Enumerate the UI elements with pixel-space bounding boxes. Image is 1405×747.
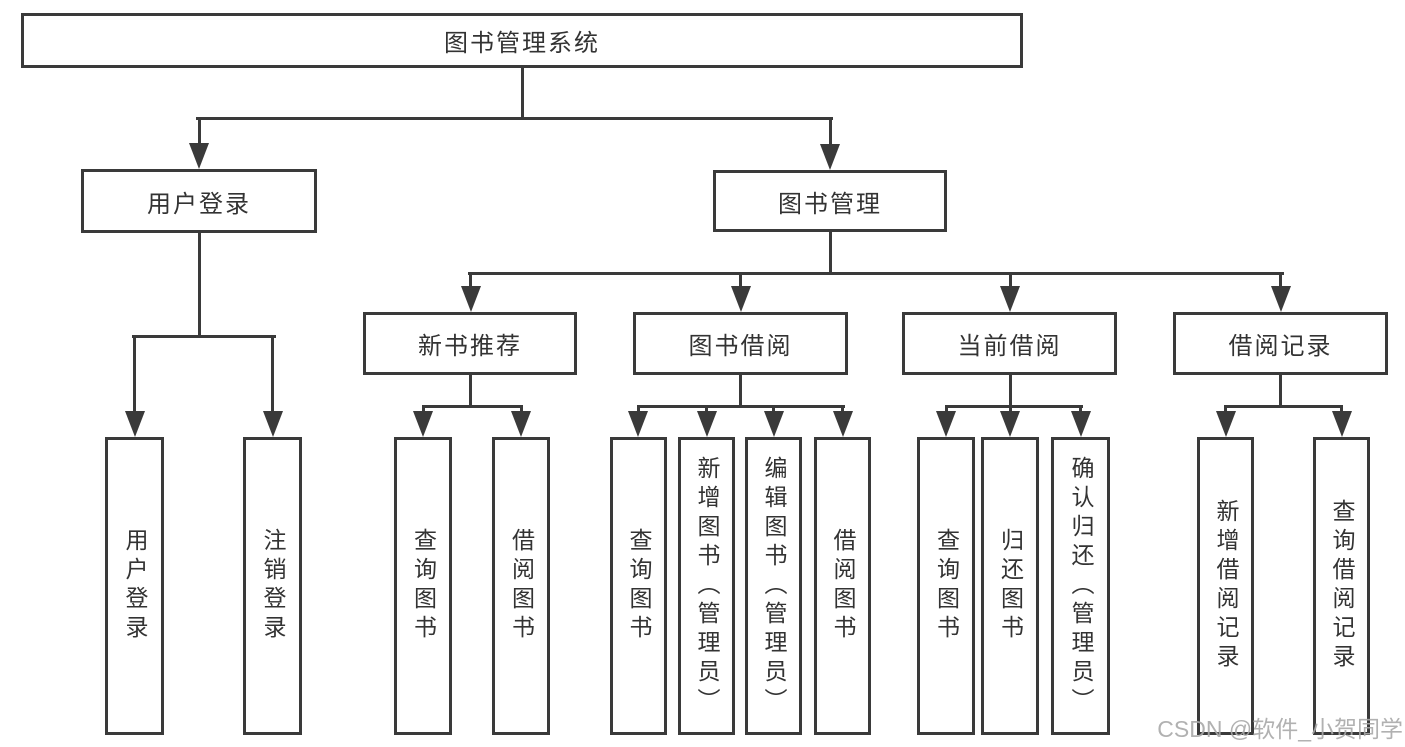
arrow-down-icon bbox=[730, 286, 751, 312]
connector-vline bbox=[520, 68, 524, 118]
connector-vline bbox=[1279, 273, 1282, 289]
connector-vline bbox=[197, 118, 201, 146]
arrow-down-icon bbox=[1000, 286, 1020, 312]
connector-vline bbox=[133, 336, 136, 413]
csdn-watermark: CSDN @软件_小贺同学 bbox=[1157, 716, 1403, 742]
leaf-label: 查询图书 bbox=[626, 528, 652, 644]
leaf-label: 新增图书（管理员） bbox=[694, 455, 720, 717]
leaf-borrow-books: 借阅图书 bbox=[814, 437, 871, 735]
connector-vline bbox=[636, 406, 640, 414]
leaf-label: 借阅图书 bbox=[508, 528, 535, 644]
arrow-down-icon bbox=[262, 411, 283, 437]
arrow-down-icon bbox=[820, 144, 840, 170]
arrow-down-icon bbox=[1331, 411, 1352, 437]
leaf-query-books-current: 查询图书 bbox=[917, 437, 975, 735]
connector-vline bbox=[1340, 406, 1343, 414]
leaf-label: 注销登录 bbox=[260, 528, 286, 644]
leaf-label: 确认归还（管理员） bbox=[1068, 455, 1094, 717]
leaf-label: 查询图书 bbox=[410, 528, 437, 644]
leaf-label: 归还图书 bbox=[997, 528, 1024, 644]
connector-vline bbox=[1279, 375, 1282, 407]
node-new-book-recommend: 新书推荐 bbox=[363, 312, 577, 375]
arrow-down-icon bbox=[763, 411, 784, 437]
leaf-logout: 注销登录 bbox=[243, 437, 302, 735]
arrow-down-icon bbox=[511, 411, 531, 437]
arrow-down-icon bbox=[1215, 411, 1236, 437]
leaf-query-books-borrow: 查询图书 bbox=[610, 437, 667, 735]
connector-vline bbox=[828, 232, 832, 274]
connector-hline bbox=[467, 271, 1284, 275]
leaf-query-books-recommend: 查询图书 bbox=[394, 437, 452, 735]
arrow-down-icon bbox=[628, 411, 648, 437]
connector-vline bbox=[705, 406, 708, 414]
leaf-add-borrow-record: 新增借阅记录 bbox=[1197, 437, 1254, 735]
arrow-down-icon bbox=[413, 411, 433, 437]
connector-hline bbox=[944, 404, 1083, 408]
connector-vline bbox=[1008, 273, 1012, 289]
arrow-down-icon bbox=[189, 143, 209, 169]
connector-vline bbox=[197, 233, 201, 337]
leaf-edit-book-admin: 编辑图书（管理员） bbox=[745, 437, 802, 735]
connector-vline bbox=[739, 375, 742, 407]
connector-vline bbox=[772, 406, 775, 414]
node-current-borrow: 当前借阅 bbox=[902, 312, 1117, 375]
connector-vline bbox=[469, 375, 472, 407]
connector-vline bbox=[828, 118, 832, 147]
leaf-user-login: 用户登录 bbox=[105, 437, 164, 735]
leaf-add-book-admin: 新增图书（管理员） bbox=[678, 437, 735, 735]
node-book-borrow: 图书借阅 bbox=[633, 312, 848, 375]
leaf-label: 新增借阅记录 bbox=[1213, 499, 1239, 673]
node-book-management: 图书管理 bbox=[713, 170, 947, 232]
leaf-query-borrow-record: 查询借阅记录 bbox=[1313, 437, 1370, 735]
connector-hline bbox=[131, 334, 276, 338]
arrow-down-icon bbox=[460, 286, 481, 312]
connector-vline bbox=[1224, 406, 1227, 414]
connector-vline bbox=[519, 406, 523, 414]
connector-vline bbox=[841, 406, 844, 414]
arrow-down-icon bbox=[832, 411, 853, 437]
connector-vline bbox=[739, 273, 742, 289]
leaf-label: 借阅图书 bbox=[830, 528, 856, 644]
leaf-return-book: 归还图书 bbox=[981, 437, 1039, 735]
connector-vline bbox=[1008, 406, 1012, 414]
connector-vline bbox=[271, 336, 274, 413]
leaf-label: 查询借阅记录 bbox=[1329, 499, 1355, 673]
connector-hline bbox=[421, 404, 523, 408]
connector-vline bbox=[421, 406, 425, 414]
arrow-down-icon bbox=[696, 411, 717, 437]
connector-vline bbox=[1079, 406, 1082, 414]
node-user-login: 用户登录 bbox=[81, 169, 317, 233]
arrow-down-icon bbox=[1270, 286, 1291, 312]
arrow-down-icon bbox=[1070, 411, 1091, 437]
node-borrow-records: 借阅记录 bbox=[1173, 312, 1388, 375]
node-library-system: 图书管理系统 bbox=[21, 13, 1023, 68]
leaf-label: 用户登录 bbox=[122, 528, 148, 644]
arrow-down-icon bbox=[936, 411, 956, 437]
arrow-down-icon bbox=[124, 411, 145, 437]
connector-hline bbox=[196, 116, 833, 120]
leaf-label: 编辑图书（管理员） bbox=[761, 455, 787, 717]
leaf-confirm-return-admin: 确认归还（管理员） bbox=[1051, 437, 1110, 735]
connector-vline bbox=[944, 406, 948, 414]
connector-hline bbox=[1224, 404, 1343, 408]
leaf-borrow-books-recommend: 借阅图书 bbox=[492, 437, 550, 735]
connector-vline bbox=[469, 273, 472, 289]
arrow-down-icon bbox=[1000, 411, 1020, 437]
connector-vline bbox=[1008, 375, 1012, 407]
leaf-label: 查询图书 bbox=[933, 528, 960, 644]
connector-hline bbox=[636, 404, 845, 408]
